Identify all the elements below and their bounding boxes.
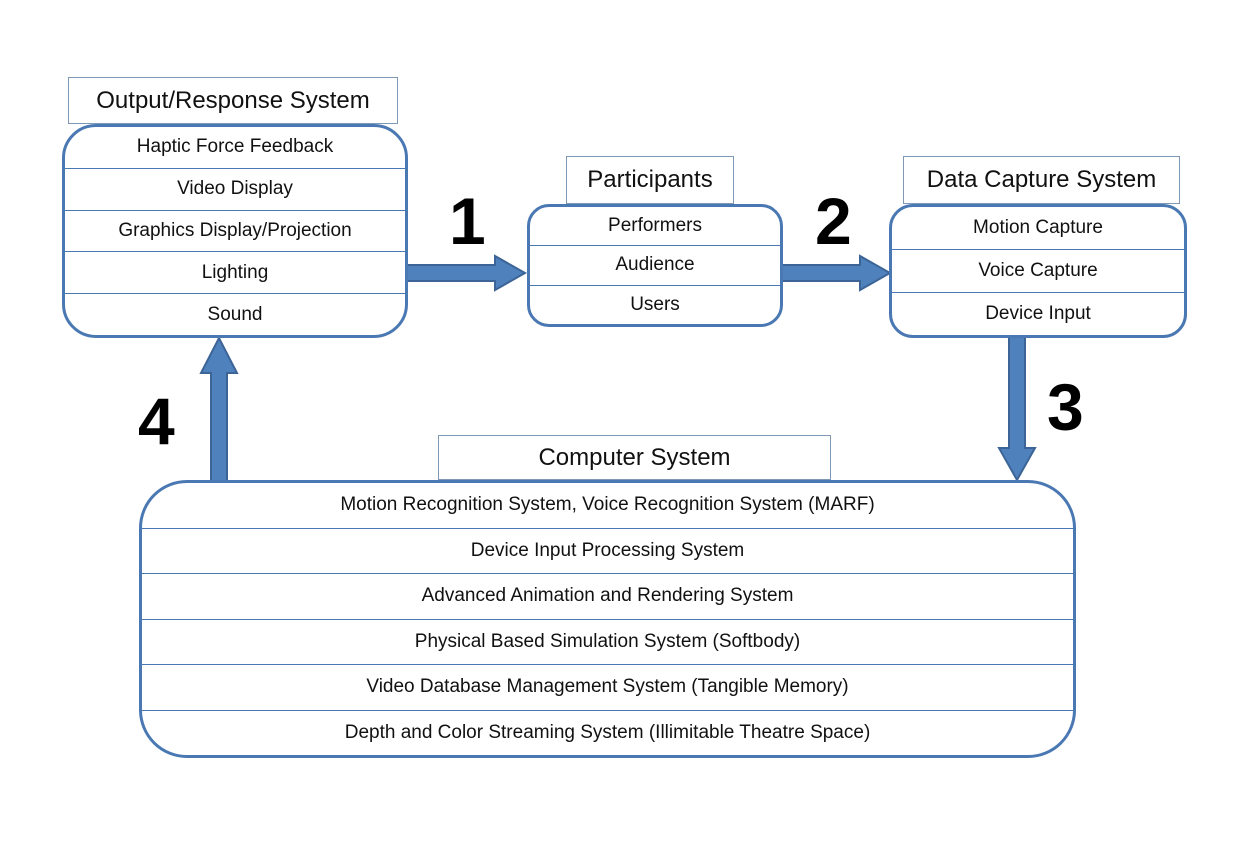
output-system-group: Haptic Force Feedback Video Display Grap… [62,124,408,338]
step-label-4: 4 [138,384,175,458]
computer-system-title: Computer System [438,435,831,480]
output-system-title: Output/Response System [68,77,398,124]
output-item: Haptic Force Feedback [65,127,405,169]
step-label-2: 2 [815,184,852,258]
computer-item: Advanced Animation and Rendering System [142,574,1073,620]
arrow-capture-to-computer [997,335,1037,483]
capture-item: Device Input [985,303,1091,324]
participants-title: Participants [566,156,734,204]
step-label-1: 1 [449,184,486,258]
output-item: Lighting [65,252,405,295]
participants-item: Performers [530,207,780,247]
output-item: Graphics Display/Projection [65,211,405,253]
computer-item: Device Input Processing System [142,529,1073,574]
data-capture-group: Motion Capture Voice Capture Device Inpu… [889,204,1187,338]
computer-item: Motion Recognition System, Voice Recogni… [142,483,1073,529]
computer-item: Depth and Color Streaming System (Illimi… [344,721,871,743]
arrow-computer-to-output [199,335,239,483]
output-item: Video Display [65,169,405,211]
output-item: Sound [207,303,263,325]
computer-item: Video Database Management System (Tangib… [142,665,1073,711]
participants-item: Audience [530,246,780,286]
capture-item: Voice Capture [892,250,1184,293]
participants-item: Users [630,293,680,315]
computer-system-group: Motion Recognition System, Voice Recogni… [139,480,1076,758]
capture-item: Motion Capture [892,207,1184,250]
data-capture-title: Data Capture System [903,156,1180,204]
participants-group: Performers Audience Users [527,204,783,327]
step-label-3: 3 [1047,370,1084,444]
arrow-participants-to-capture [781,254,893,292]
computer-item: Physical Based Simulation System (Softbo… [142,620,1073,665]
arrow-output-to-participants [404,254,528,292]
